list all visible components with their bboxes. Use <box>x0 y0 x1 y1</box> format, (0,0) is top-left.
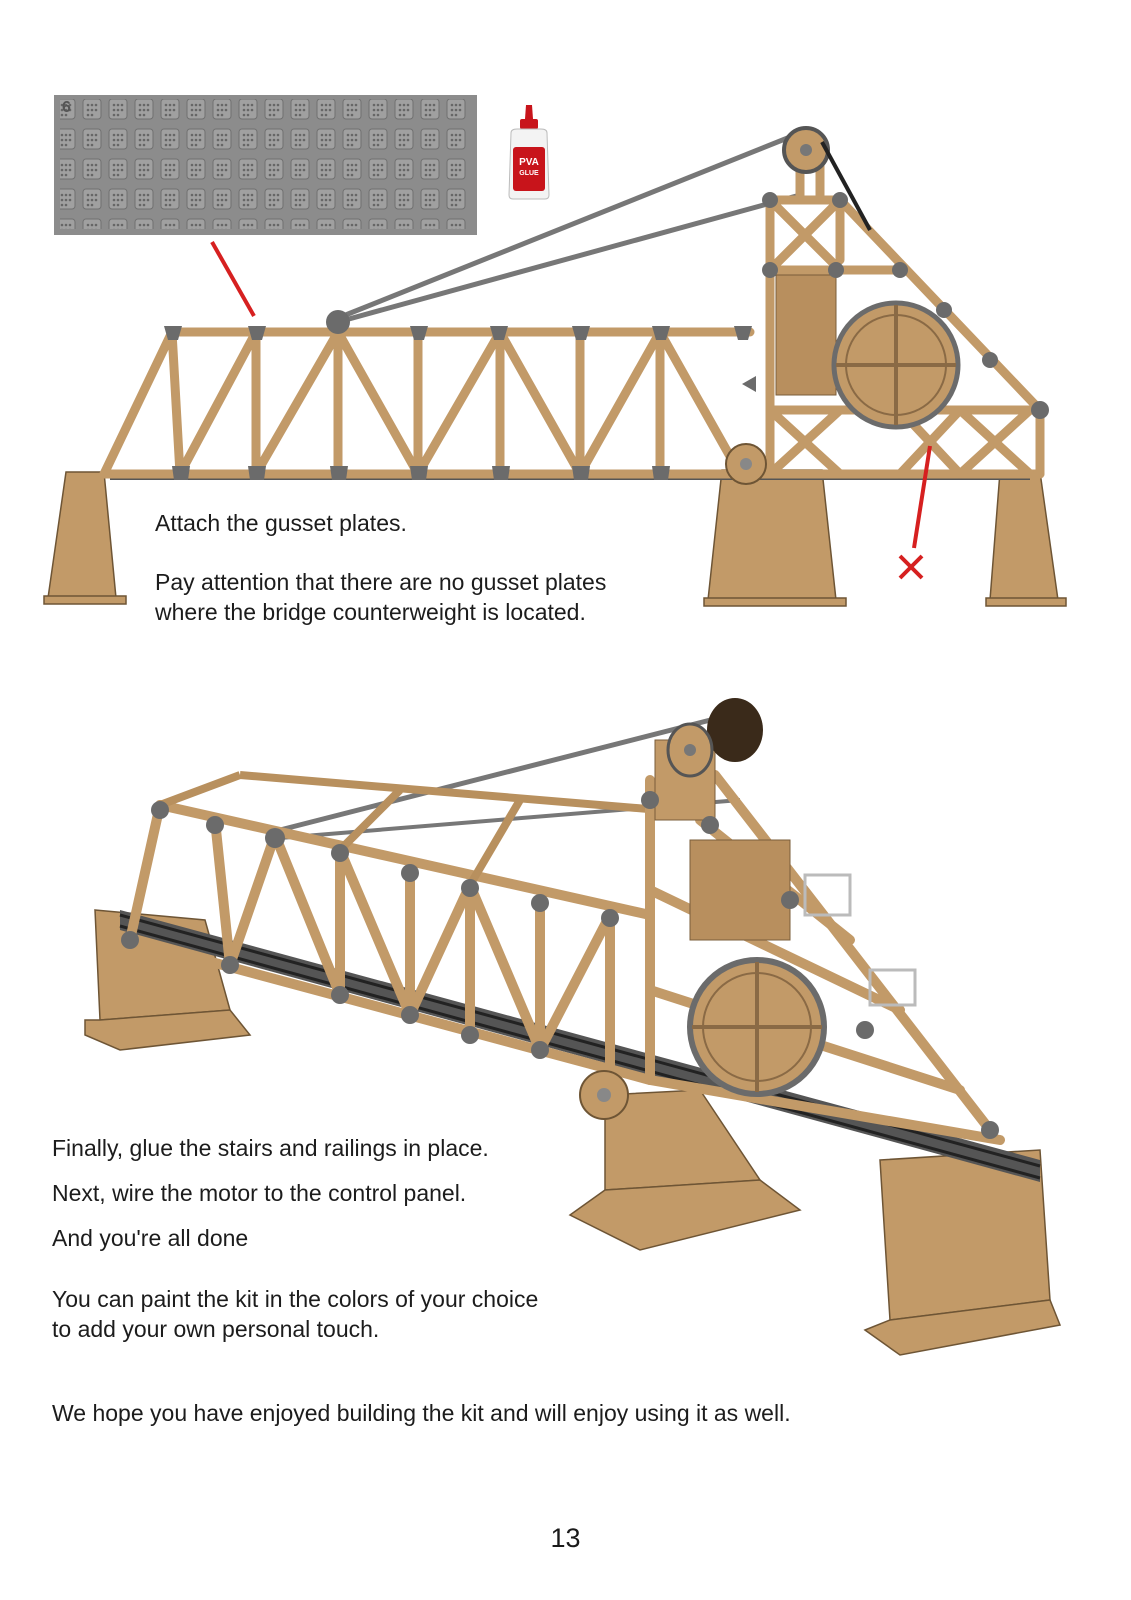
gusset-plates <box>164 192 1049 480</box>
page-number: 13 <box>550 1523 581 1553</box>
main-truss <box>125 800 655 1085</box>
gusset-plates <box>121 791 999 1139</box>
bridge-side-view-illustration <box>43 126 1067 607</box>
step2-instruction-wiring: Next, wire the motor to the control pane… <box>52 1180 467 1206</box>
bridge-piers <box>43 469 1067 607</box>
parts-sheet-number: 6 <box>62 99 71 116</box>
tower-house <box>689 839 791 941</box>
cable <box>337 192 801 325</box>
far-truss <box>158 771 661 888</box>
glue-label-top: PVA <box>519 157 539 168</box>
tower-house <box>775 274 837 396</box>
step1-note-line2: where the bridge counterweight is locate… <box>155 599 586 625</box>
pva-glue-bottle-icon: PVA GLUE <box>505 105 553 200</box>
lift-tower <box>645 770 1005 1145</box>
bridge-piers <box>84 909 1062 1356</box>
closing-message: We hope you have enjoyed building the ki… <box>52 1400 791 1426</box>
motor-drum <box>666 698 763 778</box>
counterweight-wheel <box>831 300 961 430</box>
step1-note-line1: Pay attention that there are no gusset p… <box>155 569 607 595</box>
cable <box>279 712 731 833</box>
gusset-parts-sheet: 6 <box>54 95 477 235</box>
step2-paint-line2: to add your own personal touch. <box>52 1316 380 1342</box>
counterweight-wheel <box>687 957 827 1097</box>
step2-instruction-stairs: Finally, glue the stairs and railings in… <box>52 1135 489 1161</box>
bridge-perspective-illustration <box>84 698 1062 1356</box>
pointer-line-sheet <box>210 241 256 317</box>
step2-paint-line1: You can paint the kit in the colors of y… <box>52 1286 539 1312</box>
main-truss <box>99 327 755 479</box>
pointer-line-counterweight <box>912 445 932 549</box>
gusset-parts-pattern <box>60 99 470 229</box>
step2-instruction-done: And you're all done <box>52 1225 249 1251</box>
drive-belt <box>820 141 872 231</box>
railings <box>803 873 917 1007</box>
no-gusset-x-mark <box>898 554 924 580</box>
cable <box>337 130 801 321</box>
step1-heading: Attach the gusset plates. <box>155 510 407 536</box>
glue-label-bottom: GLUE <box>519 170 539 177</box>
